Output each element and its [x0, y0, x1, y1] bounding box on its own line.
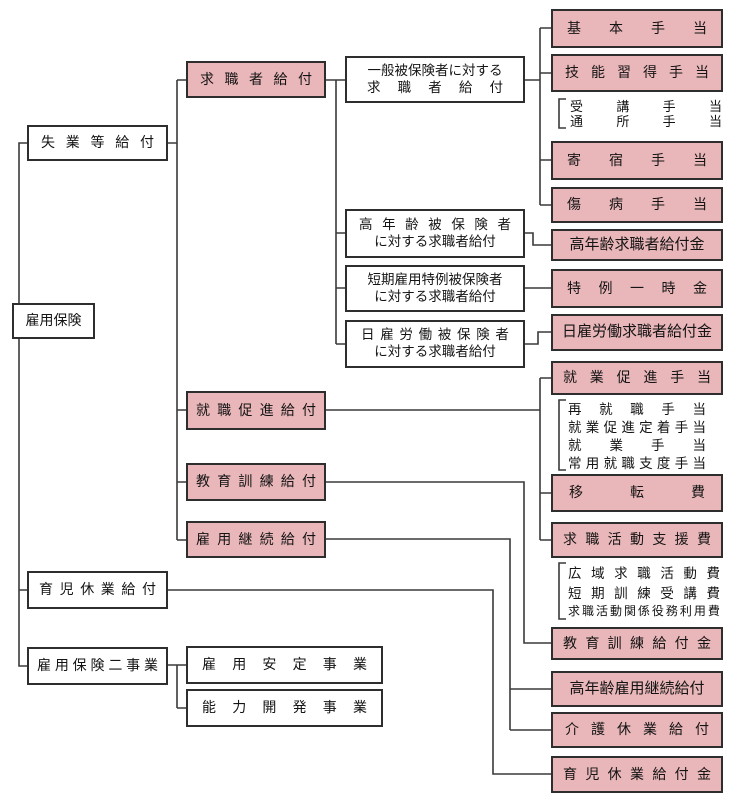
node-label: 寄宿手当 — [567, 151, 707, 168]
node-label: 雇用継続給付 — [196, 530, 316, 547]
node-childcare-leave-benefit-payment: 育児休業給付金 — [551, 756, 723, 793]
list-item-commuting-allowance: 通所手当 — [570, 114, 722, 129]
node-label-line1: 日雇労働被保険者 — [361, 327, 509, 343]
list-item-employment-allowance: 就業手当 — [568, 438, 706, 453]
list-item-employment-promotion-retention-allowance: 就業促進定着手当 — [568, 420, 706, 435]
node-label: 求職活動支援費 — [563, 531, 711, 548]
node-basic-allowance: 基本手当 — [551, 9, 723, 48]
node-label: 介護休業給付 — [565, 721, 709, 738]
node-label: 教育訓練給付 — [196, 473, 316, 490]
node-employment-stabilization-program: 雇用安定事業 — [186, 646, 383, 684]
node-elderly-employment-continuation-benefits: 高年齢雇用継続給付 — [551, 671, 723, 707]
node-skill-acquisition-allowance: 技能習得手当 — [551, 54, 723, 92]
bracket-employment-promotion — [558, 399, 566, 471]
node-employment-promotion-allowance: 就業促進手当 — [551, 361, 723, 395]
node-elderly-jobseeker-benefit-payment: 高年齢求職者給付金 — [551, 229, 723, 261]
node-education-training-benefits: 教育訓練給付 — [186, 463, 326, 501]
node-label-line2: に対する求職者給付 — [374, 288, 496, 304]
node-label: 傷病手当 — [567, 196, 707, 213]
node-label: 高年齢雇用継続給付 — [569, 679, 705, 697]
node-label: 技能習得手当 — [565, 64, 709, 81]
node-employment-insurance: 雇用保険 — [12, 303, 95, 339]
node-job-seeker-benefits: 求職者給付 — [186, 61, 326, 98]
list-item-job-search-related-services-expenses: 求職活動関係役務利用費 — [568, 604, 720, 618]
list-item-regular-employment-preparation-allowance: 常用就職支度手当 — [568, 456, 706, 471]
bracket-skill-acquisition — [558, 98, 566, 129]
node-label: 育児休業給付金 — [563, 765, 711, 782]
node-label: 失業等給付 — [41, 134, 154, 151]
node-label-line1: 一般被保険者に対する — [367, 62, 503, 78]
node-employment-promotion-benefits: 就職促進給付 — [186, 391, 326, 430]
node-day-laborer-insured-jobseeker-benefits: 日雇労働被保険者 に対する求職者給付 — [345, 320, 525, 368]
node-unemployment-benefits: 失業等給付 — [27, 125, 168, 161]
node-elderly-insured-jobseeker-benefits: 高年齢被保険者 に対する求職者給付 — [345, 209, 525, 258]
node-label: 基本手当 — [567, 19, 707, 36]
node-label: 求職者給付 — [200, 70, 312, 87]
node-general-insured-jobseeker-benefits: 一般被保険者に対する 求職者給付 — [345, 56, 525, 103]
node-childcare-leave-benefits: 育児休業給付 — [27, 571, 168, 609]
node-moving-expenses: 移転費 — [551, 474, 723, 512]
node-label: 高年齢求職者給付金 — [569, 235, 705, 253]
node-employment-continuation-benefits: 雇用継続給付 — [186, 521, 326, 558]
node-label: 育児休業給付 — [39, 581, 156, 598]
node-label: 能力開発事業 — [202, 699, 367, 716]
node-label-line2: に対する求職者給付 — [374, 344, 496, 359]
node-label: 雇用保険 — [25, 312, 82, 329]
node-short-term-special-insured-jobseeker-benefits: 短期雇用特例被保険者 に対する求職者給付 — [345, 265, 525, 312]
list-item-attendance-allowance: 受講手当 — [570, 99, 722, 114]
list-item-wide-area-job-search-expenses: 広域求職活動費 — [568, 566, 720, 581]
node-day-laborer-jobseeker-benefit-payment: 日雇労働求職者給付金 — [551, 314, 723, 351]
node-label: 就業促進手当 — [563, 369, 711, 386]
node-ability-development-program: 能力開発事業 — [186, 689, 383, 727]
node-education-training-benefit-payment: 教育訓練給付金 — [551, 627, 723, 660]
list-item-short-term-training-course-expenses: 短期訓練受講費 — [568, 586, 720, 601]
node-label: 教育訓練給付金 — [563, 634, 711, 651]
node-label-line2: に対する求職者給付 — [374, 233, 496, 249]
node-label-line1: 短期雇用特例被保険者 — [367, 271, 503, 287]
node-label: 移転費 — [569, 484, 705, 501]
node-label-line1: 高年齢被保険者 — [359, 216, 511, 232]
node-special-lump-sum: 特例一時金 — [551, 269, 723, 308]
node-label: 特例一時金 — [567, 279, 707, 296]
node-label: 雇用保険二事業 — [37, 657, 158, 674]
node-job-search-activity-support-expenses: 求職活動支援費 — [551, 522, 723, 558]
node-label-line2: 求職者給付 — [367, 79, 503, 95]
node-label: 日雇労働求職者給付金 — [561, 323, 712, 341]
node-lodging-allowance: 寄宿手当 — [551, 141, 723, 180]
node-injury-sickness-allowance: 傷病手当 — [551, 187, 723, 223]
node-label: 就職促進給付 — [196, 401, 316, 418]
node-label: 雇用安定事業 — [202, 656, 367, 673]
node-employment-insurance-two-programs: 雇用保険二事業 — [27, 647, 168, 685]
node-caregiver-leave-benefits: 介護休業給付 — [551, 712, 723, 748]
list-item-reemployment-allowance: 再就職手当 — [568, 402, 706, 417]
bracket-job-search-support — [558, 562, 566, 620]
